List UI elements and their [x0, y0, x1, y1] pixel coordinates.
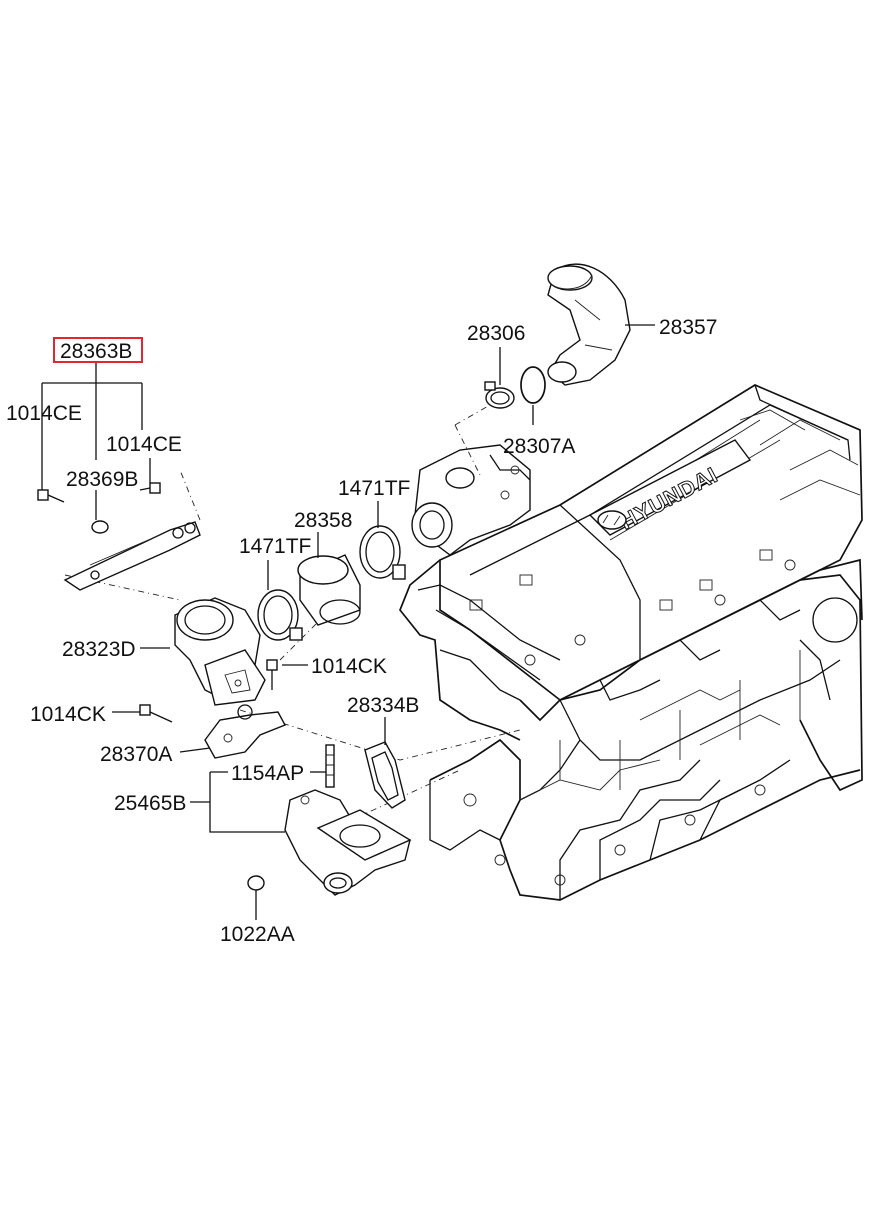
label-28323D[interactable]: 28323D: [62, 638, 136, 661]
part-1014CK-upper-bolt: [266, 659, 278, 690]
part-28323D-adapter: [174, 597, 266, 706]
label-1154AP[interactable]: 1154AP: [231, 762, 304, 785]
label-1014CK-upper[interactable]: 1014CK: [311, 655, 387, 678]
part-28307A-o-ring: [520, 366, 546, 404]
part-28369B-nut: [91, 520, 109, 534]
part-labels: 28363B 1014CE 1014CE 28369B 28323D 1014C…: [6, 316, 717, 946]
label-28306[interactable]: 28306: [467, 322, 525, 345]
part-28363B-bracket: [63, 521, 201, 591]
part-1471TF-left-clamp: [257, 589, 303, 641]
label-28363B[interactable]: 28363B: [60, 340, 132, 363]
label-1014CK-lower[interactable]: 1014CK: [30, 703, 106, 726]
part-25465B-elbow: [284, 789, 412, 896]
label-1014CE-left[interactable]: 1014CE: [6, 402, 82, 425]
part-28334B-gasket: [364, 741, 406, 809]
label-28358[interactable]: 28358: [294, 509, 352, 532]
label-1022AA[interactable]: 1022AA: [220, 923, 295, 946]
part-1014CE-left-bolt: [37, 489, 65, 503]
part-1471TF-right-clamp: [359, 525, 406, 580]
label-1471TF-left[interactable]: 1471TF: [239, 535, 311, 558]
label-25465B[interactable]: 25465B: [114, 792, 186, 815]
label-28357[interactable]: 28357: [659, 316, 717, 339]
part-28306-clamp: [484, 381, 515, 409]
part-1014CE-right-bolt: [139, 482, 161, 494]
label-28369B[interactable]: 28369B: [66, 468, 138, 491]
label-28370A[interactable]: 28370A: [100, 743, 172, 766]
hyundai-logo-emblem: [597, 510, 627, 530]
label-28307A[interactable]: 28307A: [503, 435, 575, 458]
part-28370A-bracket: [204, 704, 286, 759]
part-1014CK-lower-bolt: [139, 704, 173, 723]
turbocharger: [411, 444, 531, 556]
part-28357-intake-hose: [547, 263, 631, 386]
label-28334B[interactable]: 28334B: [347, 694, 419, 717]
leader-lines: [41, 324, 655, 920]
highlight-box-28363B: [53, 337, 143, 363]
part-1022AA-nut: [247, 875, 265, 891]
label-1471TF-right[interactable]: 1471TF: [338, 477, 410, 500]
label-1014CE-right[interactable]: 1014CE: [106, 433, 182, 456]
part-1154AP-stud: [325, 744, 335, 788]
part-28358-hose: [297, 554, 361, 626]
